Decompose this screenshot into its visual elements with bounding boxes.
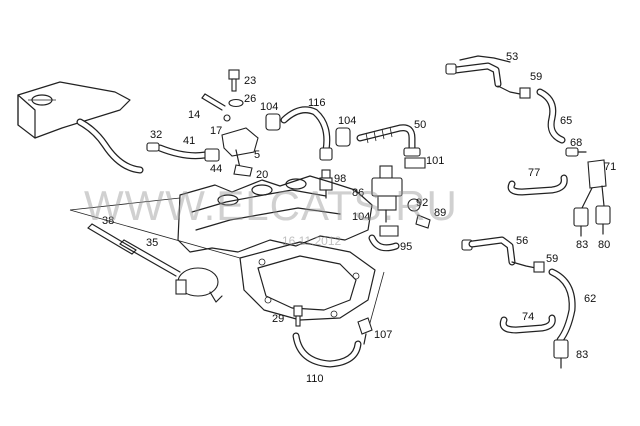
callout-label: 95 [400, 241, 412, 253]
watermark-site: WWW.ELCATS.RU [84, 182, 458, 229]
callout-label: 17 [210, 125, 222, 137]
callout-label: 35 [146, 237, 158, 249]
callout-label: 77 [528, 167, 540, 179]
callout-label: 110 [306, 373, 324, 385]
callout-label: 101 [426, 155, 444, 167]
callout-label: 14 [188, 109, 200, 121]
callout-label: 74 [522, 311, 534, 323]
intake-housing-left [17, 81, 131, 139]
callout-label: 26 [244, 93, 256, 105]
hose-116 [265, 106, 351, 161]
callout-label: 92 [416, 197, 428, 209]
callout-label: 56 [516, 235, 528, 247]
callout-label: 98 [334, 173, 346, 185]
callout-label: 89 [434, 207, 446, 219]
callout-label: 38 [102, 215, 114, 227]
fitting-68 [565, 147, 587, 157]
callout-label: 107 [374, 329, 392, 341]
fitting-107 [357, 317, 373, 345]
hose-62 [548, 268, 576, 344]
callout-label: 62 [584, 293, 596, 305]
fitting-98 [319, 169, 333, 199]
fitting-29 [293, 305, 303, 327]
watermark-date: 16.11.2012 [282, 234, 342, 248]
hose-65 [536, 88, 566, 144]
callout-label: 5 [254, 149, 260, 161]
callout-label: 104 [352, 211, 370, 223]
callout-label: 53 [506, 51, 518, 63]
callout-label: 116 [308, 97, 326, 109]
callout-label: 41 [183, 135, 195, 147]
pipe-56 [461, 236, 545, 273]
callout-label: 23 [244, 75, 256, 87]
throttle-body [175, 267, 223, 303]
parts-cluster-top [201, 69, 259, 177]
callout-label: 59 [546, 253, 558, 265]
callout-label: 86 [352, 187, 364, 199]
hose-77 [507, 174, 568, 196]
callout-label: 59 [530, 71, 542, 83]
callout-label: 80 [598, 239, 610, 251]
callout-label: 50 [414, 119, 426, 131]
valve-83-lower [553, 339, 569, 369]
hose-110 [292, 332, 362, 368]
callout-label: 104 [338, 115, 356, 127]
corrugated-hose-50 [356, 124, 426, 169]
lower-manifold [239, 241, 376, 321]
callout-labels: 23 26 14 104 116 17 5 32 41 44 20 104 50… [102, 51, 616, 385]
pipe-35 [119, 239, 181, 277]
callout-label: 83 [576, 349, 588, 361]
callout-label: 83 [576, 239, 588, 251]
callout-label: 20 [256, 169, 268, 181]
callout-label: 32 [150, 129, 162, 141]
hose-95 [368, 234, 400, 252]
hose-left-lower [76, 118, 220, 174]
callout-label: 44 [210, 163, 222, 175]
intake-manifold [177, 175, 373, 253]
callout-label: 68 [570, 137, 582, 149]
pipe-53 [445, 55, 531, 99]
callout-label: 71 [604, 161, 616, 173]
hose-74 [499, 314, 556, 334]
valve-86 [371, 165, 431, 237]
callout-label: 29 [272, 313, 284, 325]
callout-label: 65 [560, 115, 572, 127]
callout-label: 104 [260, 101, 278, 113]
bracket-71 [573, 159, 611, 237]
